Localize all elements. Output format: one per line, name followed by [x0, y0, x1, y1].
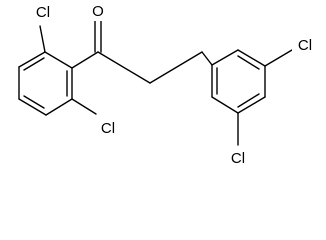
bond — [71, 98, 97, 115]
double-bond-inner — [23, 95, 45, 109]
double-bond-inner — [23, 57, 45, 71]
bond — [71, 51, 99, 69]
left-substituents — [39, 25, 99, 115]
bond — [264, 49, 293, 67]
structure-canvas: Cl O Cl Cl Cl — [18, 2, 318, 168]
bond — [39, 25, 46, 53]
chemical-structure: Cl O Cl Cl Cl — [18, 2, 318, 168]
bond — [44, 51, 73, 69]
bond — [45, 98, 73, 116]
bond — [149, 51, 203, 84]
chlorine-label: Cl — [36, 4, 50, 21]
oxygen-label: O — [92, 3, 104, 20]
bond — [18, 51, 46, 68]
bond — [18, 98, 47, 116]
chlorine-label: Cl — [101, 120, 115, 137]
bond — [201, 51, 213, 66]
bond — [237, 49, 266, 67]
double-bond-inner — [237, 93, 260, 108]
right-benzene-ring — [211, 49, 266, 114]
chlorine-label: Cl — [298, 37, 312, 54]
left-benzene-ring — [18, 51, 73, 116]
propanone-chain — [94, 19, 213, 84]
bond — [97, 51, 151, 84]
bond — [211, 96, 239, 114]
double-bond-inner — [237, 55, 260, 70]
atom-labels: Cl O Cl Cl Cl — [30, 3, 318, 168]
bond — [211, 49, 239, 66]
bond — [237, 96, 266, 114]
right-substituents — [237, 49, 293, 146]
chlorine-label: Cl — [231, 150, 245, 167]
